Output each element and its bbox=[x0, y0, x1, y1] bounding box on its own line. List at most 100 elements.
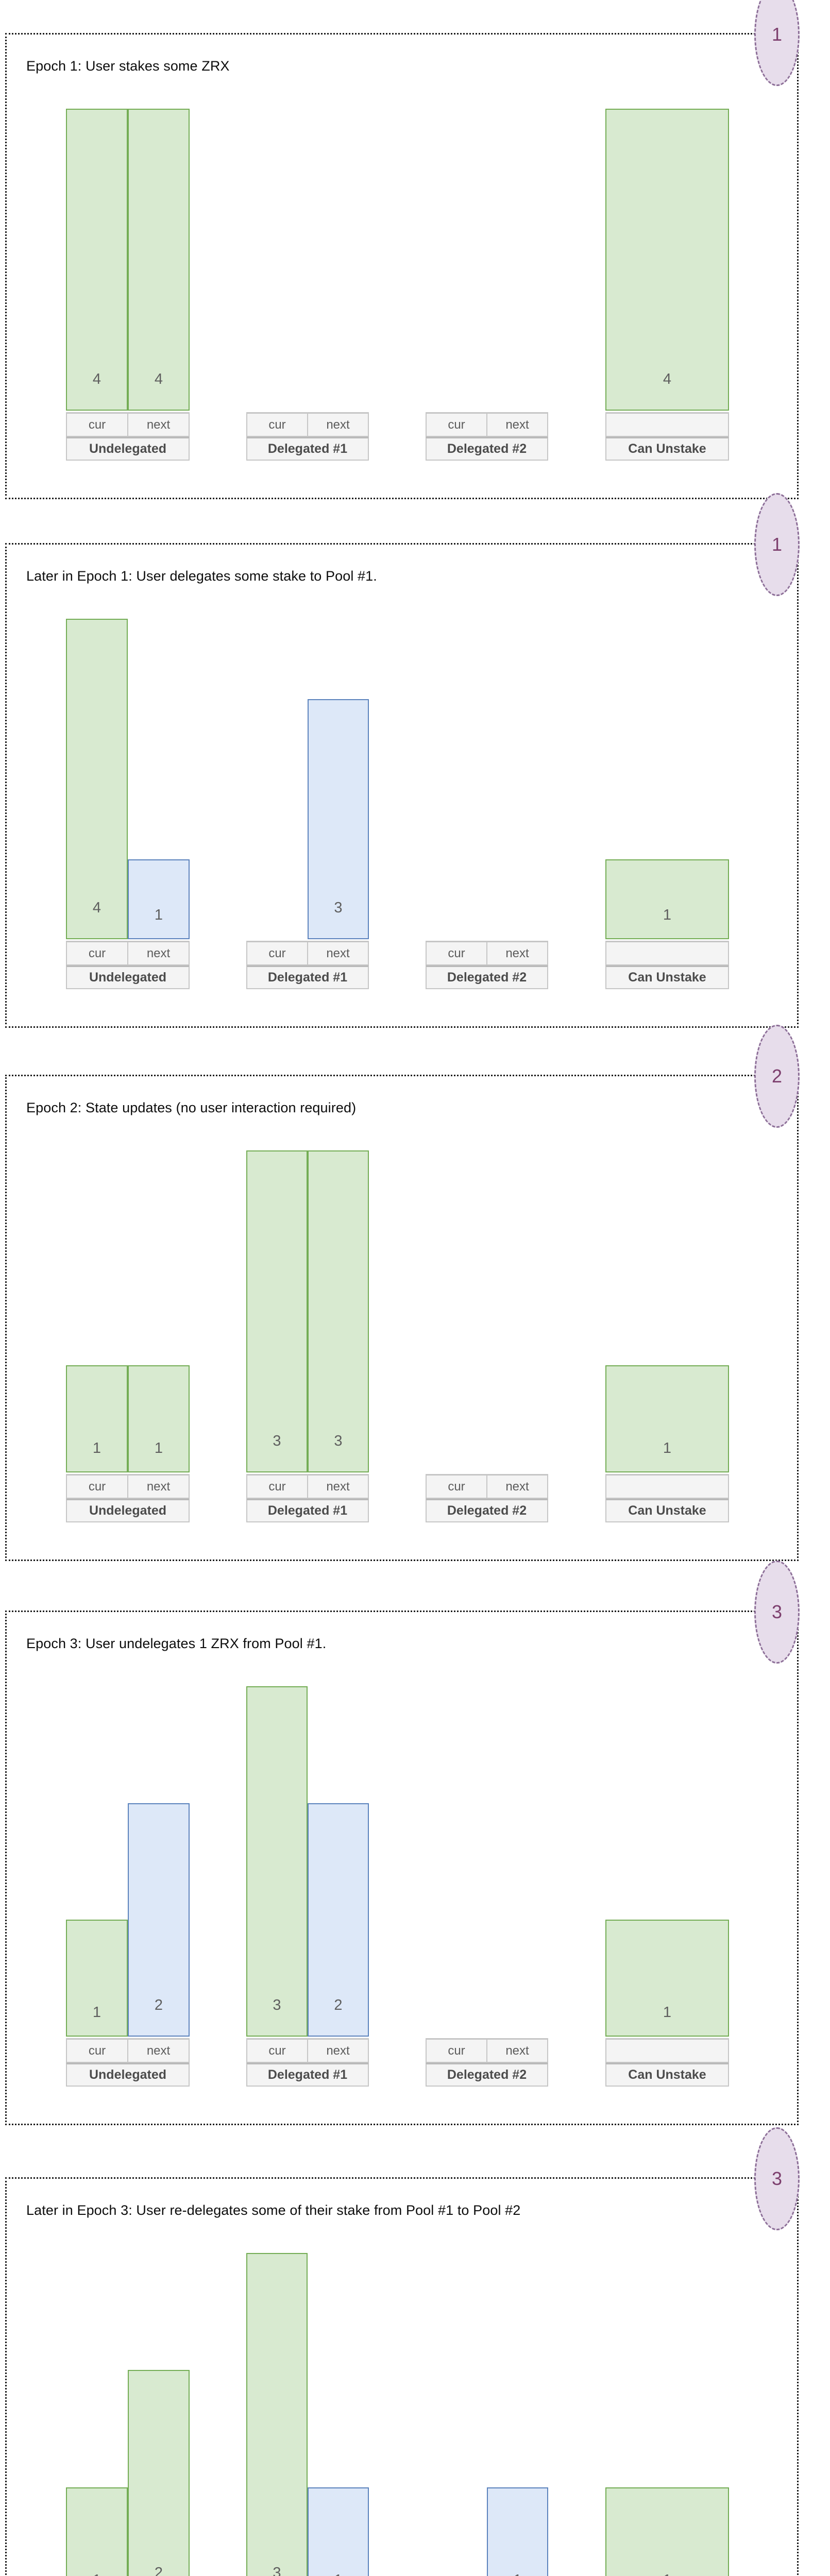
next-cell: next bbox=[307, 414, 368, 436]
category-label: Undelegated bbox=[89, 2067, 167, 2082]
cur-next-row bbox=[605, 941, 729, 965]
cur-cell: cur bbox=[448, 1479, 465, 1494]
next-cell: next bbox=[486, 2040, 547, 2062]
epoch-badge: 3 bbox=[754, 2127, 800, 2230]
category-label: Delegated #1 bbox=[267, 442, 348, 456]
blank-cell bbox=[606, 2040, 728, 2062]
bar: 1 bbox=[66, 1365, 128, 1472]
next-cell: next bbox=[307, 1476, 368, 1498]
cur-next-row bbox=[605, 1474, 729, 1499]
cur-next-row: cur next bbox=[246, 412, 369, 437]
category-label: Delegated #2 bbox=[447, 1503, 527, 1518]
cur-cell: cur bbox=[448, 417, 465, 432]
bar-value: 4 bbox=[663, 371, 672, 387]
bar-value: 4 bbox=[92, 371, 101, 387]
cur-cell: cur bbox=[268, 1479, 286, 1494]
epoch-badge-label: 1 bbox=[771, 24, 783, 45]
bar-value: 1 bbox=[663, 907, 672, 923]
bar-value: 2 bbox=[154, 2565, 163, 2576]
category-label: Delegated #1 bbox=[267, 1503, 348, 1518]
epoch-badge-label: 3 bbox=[771, 2168, 783, 2189]
category-label-row: Delegated #1 bbox=[246, 965, 369, 989]
next-cell: next bbox=[486, 1476, 547, 1498]
bar-value: 3 bbox=[273, 1433, 281, 1449]
epoch-badge: 1 bbox=[754, 493, 800, 596]
bar-value: 3 bbox=[273, 1997, 281, 2013]
cur-next-row bbox=[605, 2038, 729, 2063]
category-label-row: Can Unstake bbox=[605, 437, 729, 461]
category-label: Can Unstake bbox=[628, 442, 706, 456]
epoch-panel: Later in Epoch 1: User delegates some st… bbox=[5, 493, 800, 1028]
cur-cell: cur bbox=[88, 417, 106, 432]
bar-value: 4 bbox=[154, 371, 163, 387]
cur-cell: cur bbox=[268, 946, 286, 960]
category-label: Undelegated bbox=[89, 1503, 167, 1518]
cur-cell: cur bbox=[88, 2043, 106, 2058]
bar-value: 2 bbox=[154, 1997, 163, 2013]
bar: 1 bbox=[66, 1920, 128, 2037]
bar: 3 bbox=[246, 1686, 308, 2037]
cur-cell: cur bbox=[88, 946, 106, 960]
category-label-row: Delegated #1 bbox=[246, 1499, 369, 1522]
cur-cell: cur bbox=[268, 417, 286, 432]
cur-next-row: cur next bbox=[426, 1474, 548, 1499]
blank-cell bbox=[606, 414, 728, 436]
category-label-row: Can Unstake bbox=[605, 2063, 729, 2087]
bar: 4 bbox=[66, 109, 128, 411]
category-label: Can Unstake bbox=[628, 1503, 706, 1518]
bar: 1 bbox=[605, 859, 729, 939]
bar-value: 2 bbox=[334, 1997, 343, 2013]
next-cell: next bbox=[127, 942, 189, 964]
category-label: Delegated #2 bbox=[447, 970, 527, 985]
category-label: Undelegated bbox=[89, 970, 167, 985]
category-label-row: Delegated #2 bbox=[426, 437, 548, 461]
bar: 1 bbox=[128, 859, 190, 939]
bar-value: 1 bbox=[513, 2573, 521, 2576]
category-label: Delegated #2 bbox=[447, 442, 527, 456]
bar: 3 bbox=[308, 1150, 369, 1472]
bar-value: 1 bbox=[663, 2004, 672, 2021]
bar-value: 1 bbox=[93, 2573, 101, 2576]
category-label-row: Delegated #1 bbox=[246, 437, 369, 461]
bar: 1 bbox=[66, 2487, 128, 2576]
bar: 1 bbox=[487, 2487, 548, 2576]
bar: 1 bbox=[605, 1920, 729, 2037]
cur-cell: cur bbox=[448, 946, 465, 960]
cur-cell: cur bbox=[268, 2043, 286, 2058]
panel-title: Epoch 3: User undelegates 1 ZRX from Poo… bbox=[26, 1636, 327, 1651]
bar: 4 bbox=[605, 109, 729, 411]
panel-title: Later in Epoch 1: User delegates some st… bbox=[26, 568, 377, 584]
bar: 2 bbox=[128, 1803, 190, 2037]
category-label: Delegated #1 bbox=[267, 970, 348, 985]
bar: 3 bbox=[246, 1150, 308, 1472]
next-cell: next bbox=[127, 414, 189, 436]
bar-value: 1 bbox=[663, 1440, 672, 1456]
bar: 3 bbox=[246, 2253, 308, 2576]
epoch-panel: Epoch 3: User undelegates 1 ZRX from Poo… bbox=[5, 1561, 800, 2125]
epoch-badge: 1 bbox=[754, 0, 800, 86]
